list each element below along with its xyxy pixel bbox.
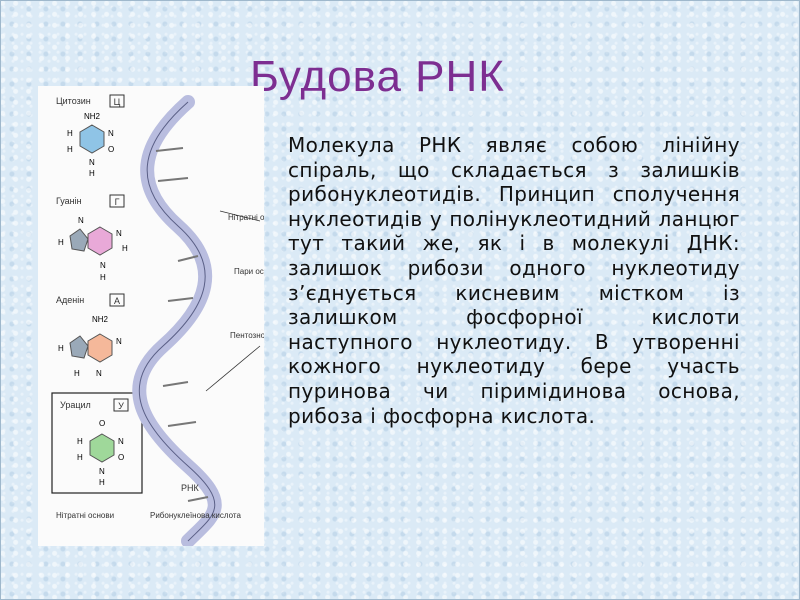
atom-nh2: NH2 [84, 112, 101, 121]
cytosine-molecule: NH2 H N H O N H [67, 112, 114, 178]
atom-h: H [67, 129, 73, 138]
label-base-pairs: Пари основ [234, 267, 264, 276]
helix-rung [187, 496, 209, 502]
helix-rung [157, 177, 189, 182]
pointer-line [219, 210, 261, 222]
atom-h: H [99, 478, 105, 487]
body-text: Молекула РНК являє собою лінійну спіраль… [288, 133, 740, 428]
atom-o: O [108, 145, 114, 154]
guanine-purine-ring [69, 228, 89, 252]
atom-h: H [122, 244, 128, 253]
caption-left: Нітратні основи [56, 511, 114, 520]
helix-ribbon-edge [138, 101, 216, 542]
uracil-molecule: O H N H O N H [77, 419, 124, 487]
slide-title: Будова РНК [250, 52, 505, 101]
adenine-ring [87, 333, 113, 363]
atom-h: H [77, 437, 83, 446]
pointer-line [205, 345, 261, 392]
atom-nh2: NH2 [92, 315, 109, 324]
atom-n: N [89, 158, 95, 167]
base-name-guanine: Гуанін [56, 196, 82, 206]
atom-h: H [58, 238, 64, 247]
base-letter-cytosine: Ц [114, 97, 121, 107]
uracil-ring [89, 433, 115, 463]
helix-rung [177, 255, 199, 262]
base-letter-adenine: А [114, 296, 120, 306]
atom-h: H [74, 369, 80, 378]
atom-n: N [100, 261, 106, 270]
base-letter-box-cytosine [109, 94, 125, 108]
base-letter-uracil: У [118, 401, 124, 411]
atom-n: N [99, 467, 105, 476]
helix-rung [162, 381, 189, 387]
adenine-molecule: NH2 H N N H [58, 315, 122, 378]
base-letter-box-adenine [109, 293, 125, 307]
base-name-uracil: Урацил [60, 400, 91, 410]
atom-h: H [77, 453, 83, 462]
label-nitrogen-bases: Нітратні основи [228, 213, 264, 222]
base-name-cytosine: Цитозин [56, 96, 91, 106]
guanine-ring [87, 226, 113, 256]
atom-n: N [78, 216, 84, 225]
atom-o: O [99, 419, 105, 428]
uracil-box [51, 392, 143, 494]
atom-h: H [67, 145, 73, 154]
rna-structure-figure: Цитозин Ц NH2 H N H O N H Гуанін Г N H N… [38, 86, 264, 546]
cytosine-ring [79, 124, 105, 154]
rna-helix [132, 95, 222, 546]
atom-n: N [96, 369, 102, 378]
guanine-molecule: N H N H N H [58, 216, 128, 282]
helix-rung [167, 297, 194, 302]
base-letter-box-guanine [109, 194, 125, 208]
label-rna: РНК [181, 483, 200, 493]
base-letter-guanine: Г [115, 197, 120, 207]
caption-right: Рибонуклеїнова кислота [150, 511, 241, 520]
helix-rung [155, 147, 184, 152]
atom-o: O [118, 453, 124, 462]
atom-n: N [116, 229, 122, 238]
atom-h: H [58, 344, 64, 353]
label-backbone: Пентозно-ортофосфорний скелет [230, 331, 264, 340]
helix-rung [167, 421, 197, 427]
figure-svg: Цитозин Ц NH2 H N H O N H Гуанін Г N H N… [51, 94, 264, 546]
atom-n: N [116, 337, 122, 346]
base-name-adenine: Аденін [56, 295, 84, 305]
base-letter-box-uracil [113, 398, 129, 412]
adenine-purine-ring [69, 335, 89, 359]
atom-n: N [118, 437, 124, 446]
atom-n: N [108, 129, 114, 138]
atom-h: H [100, 273, 106, 282]
atom-h: H [89, 169, 95, 178]
helix-ribbon [132, 95, 222, 546]
